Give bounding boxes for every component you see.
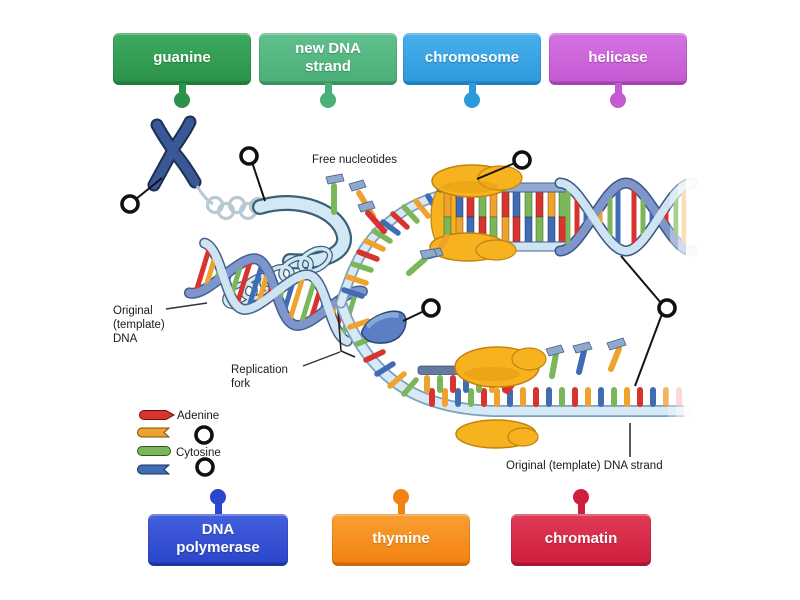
- base-legend: Adenine Cytosine: [137, 410, 221, 475]
- free-nucleotides-label: Free nucleotides: [312, 154, 397, 166]
- chromosome-figure: [147, 115, 202, 192]
- chromatin-fibre-tube: [252, 195, 352, 270]
- pin-dot: [464, 92, 480, 108]
- word-label-chromatin-text: chromatin: [511, 514, 651, 566]
- polymerase-bottom-figure: [454, 346, 547, 449]
- word-label-new-dna-strand[interactable]: new DNA strand: [259, 33, 397, 109]
- drop-target-near-top-polymerase[interactable]: [512, 150, 532, 170]
- original-dna-label-l3: DNA: [113, 333, 138, 345]
- diagram-annotations: Free nucleotides Original (template) DNA…: [113, 154, 663, 472]
- word-label-dna-polymerase[interactable]: DNA polymerase: [148, 489, 288, 567]
- word-label-thymine-text: thymine: [332, 514, 470, 566]
- drop-target-legend-orange-base[interactable]: [194, 425, 214, 445]
- pin-stem: [397, 503, 405, 516]
- pin-dot: [610, 92, 626, 108]
- guanine-swatch: [137, 464, 171, 475]
- word-label-helicase-text: helicase: [549, 33, 687, 85]
- drop-target-near-helicase-wedge[interactable]: [421, 298, 441, 318]
- word-label-dna-polymerase-text: DNA polymerase: [148, 514, 288, 566]
- free-nucleotides-bottom-group: [545, 337, 627, 379]
- word-label-guanine-text: guanine: [113, 33, 251, 85]
- word-label-chromosome[interactable]: chromosome: [403, 33, 541, 109]
- pin-stem: [577, 503, 585, 516]
- word-label-chromatin[interactable]: chromatin: [511, 489, 651, 567]
- legend-adenine-label: Adenine: [177, 410, 219, 422]
- word-label-thymine[interactable]: thymine: [332, 489, 470, 567]
- thymine-swatch: [137, 427, 171, 438]
- drop-target-near-new-strands[interactable]: [657, 298, 677, 318]
- pin-dot: [320, 92, 336, 108]
- pin-dot: [174, 92, 190, 108]
- pin-stem: [614, 83, 622, 95]
- polymerase-top-figure: [424, 164, 523, 262]
- word-label-helicase[interactable]: helicase: [549, 33, 687, 109]
- replication-fork-label-l1: Replication: [231, 364, 288, 376]
- free-nucleotides-top-group: [325, 173, 438, 276]
- pin-stem: [214, 503, 222, 516]
- word-label-guanine[interactable]: guanine: [113, 33, 251, 109]
- template-strand-label: Original (template) DNA strand: [506, 460, 663, 472]
- pin-stem: [468, 83, 476, 95]
- annotation-line: [302, 351, 341, 367]
- drop-target-near-chromatin-coil[interactable]: [239, 146, 259, 166]
- pin-dot: [393, 489, 409, 505]
- adenine-swatch: [139, 410, 176, 420]
- lagging-template-strand: [335, 297, 692, 417]
- helicase-wedge-figure: [360, 310, 407, 344]
- replication-fork-label-l2: fork: [231, 378, 250, 390]
- pin-dot: [573, 489, 589, 505]
- annotation-line: [165, 302, 208, 310]
- drop-target-near-chromosome[interactable]: [120, 194, 140, 214]
- word-label-chromosome-text: chromosome: [403, 33, 541, 85]
- pin-stem: [324, 83, 332, 95]
- pin-dot: [210, 489, 226, 505]
- pin-stem: [178, 83, 186, 95]
- fade-overlay: [668, 176, 698, 422]
- cytosine-swatch: [137, 446, 171, 456]
- original-dna-label-l2: (template): [113, 319, 165, 331]
- new-dna-helix: [554, 177, 698, 257]
- target-pointer-lines: [135, 161, 663, 387]
- drop-target-legend-blue-base[interactable]: [195, 457, 215, 477]
- original-dna-label-l1: Original: [113, 305, 153, 317]
- word-label-new-dna-strand-text: new DNA strand: [259, 33, 397, 85]
- legend-cytosine-label: Cytosine: [176, 447, 221, 459]
